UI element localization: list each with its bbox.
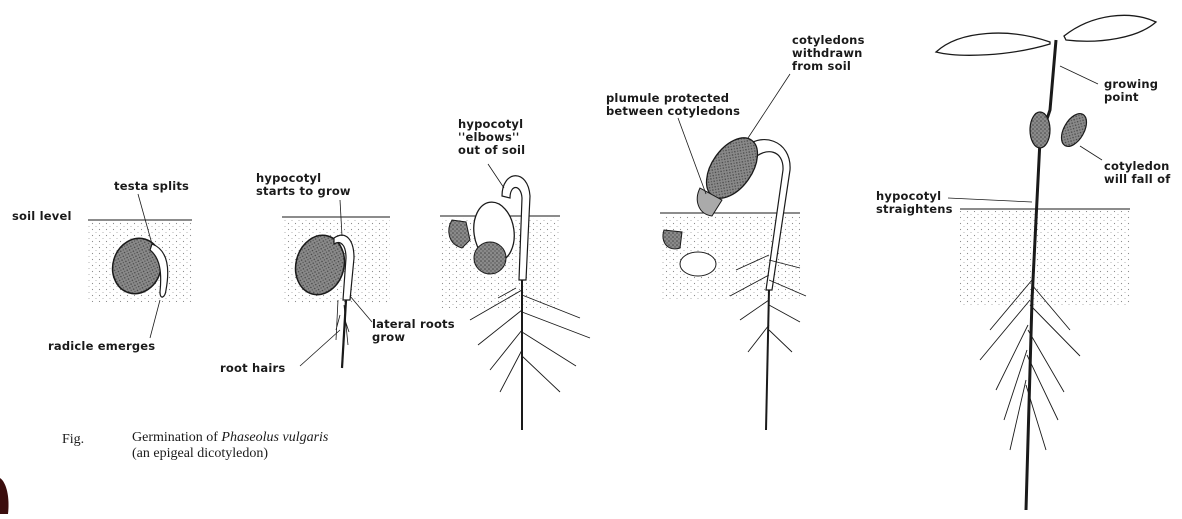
cotyledon-right-5 xyxy=(1056,109,1091,150)
caption-prefix: Germination of xyxy=(132,430,221,445)
label-hypocotyl-straightens: hypocotyl straightens xyxy=(876,190,953,216)
leaf-right-5 xyxy=(1064,15,1156,41)
caption-fig: Fig. xyxy=(62,432,84,448)
stage-3-seedling xyxy=(440,164,590,430)
label-radicle-emerges: radicle emerges xyxy=(48,340,155,353)
stage-4-seedling xyxy=(660,74,806,430)
scan-edge-mark xyxy=(0,478,9,514)
label-hypocotyl-starts: hypocotyl starts to grow xyxy=(256,172,351,198)
testa-3 xyxy=(474,242,506,274)
cotyledon-left-5 xyxy=(1030,112,1050,148)
figure-caption: Germination of Phaseolus vulgaris (an ep… xyxy=(132,430,328,462)
label-soil-level: soil level xyxy=(12,210,72,223)
leaf-left-5 xyxy=(936,33,1050,55)
label-plumule-protected: plumule protected between cotyledons xyxy=(606,92,740,118)
caption-species: Phaseolus vulgaris xyxy=(221,430,328,445)
stage-1-seed xyxy=(88,194,192,338)
label-cotyledon-fall: cotyledon will fall of xyxy=(1104,160,1170,186)
label-root-hairs: root hairs xyxy=(220,362,285,375)
soil-stipple-5 xyxy=(960,211,1130,306)
testa-piece-4 xyxy=(680,252,716,276)
root-4 xyxy=(766,290,769,430)
root-hairs-2 xyxy=(336,300,349,345)
label-cotyledons-withdrawn: cotyledons withdrawn from soil xyxy=(792,34,865,73)
label-hypocotyl-elbows: hypocotyl ''elbows'' out of soil xyxy=(458,118,525,157)
label-testa-splits: testa splits xyxy=(114,180,189,193)
label-growing-point: growing point xyxy=(1104,78,1158,104)
root-2 xyxy=(342,300,346,368)
caption-line-2: (an epigeal dicotyledon) xyxy=(132,446,328,462)
label-lateral-roots: lateral roots grow xyxy=(372,318,455,344)
